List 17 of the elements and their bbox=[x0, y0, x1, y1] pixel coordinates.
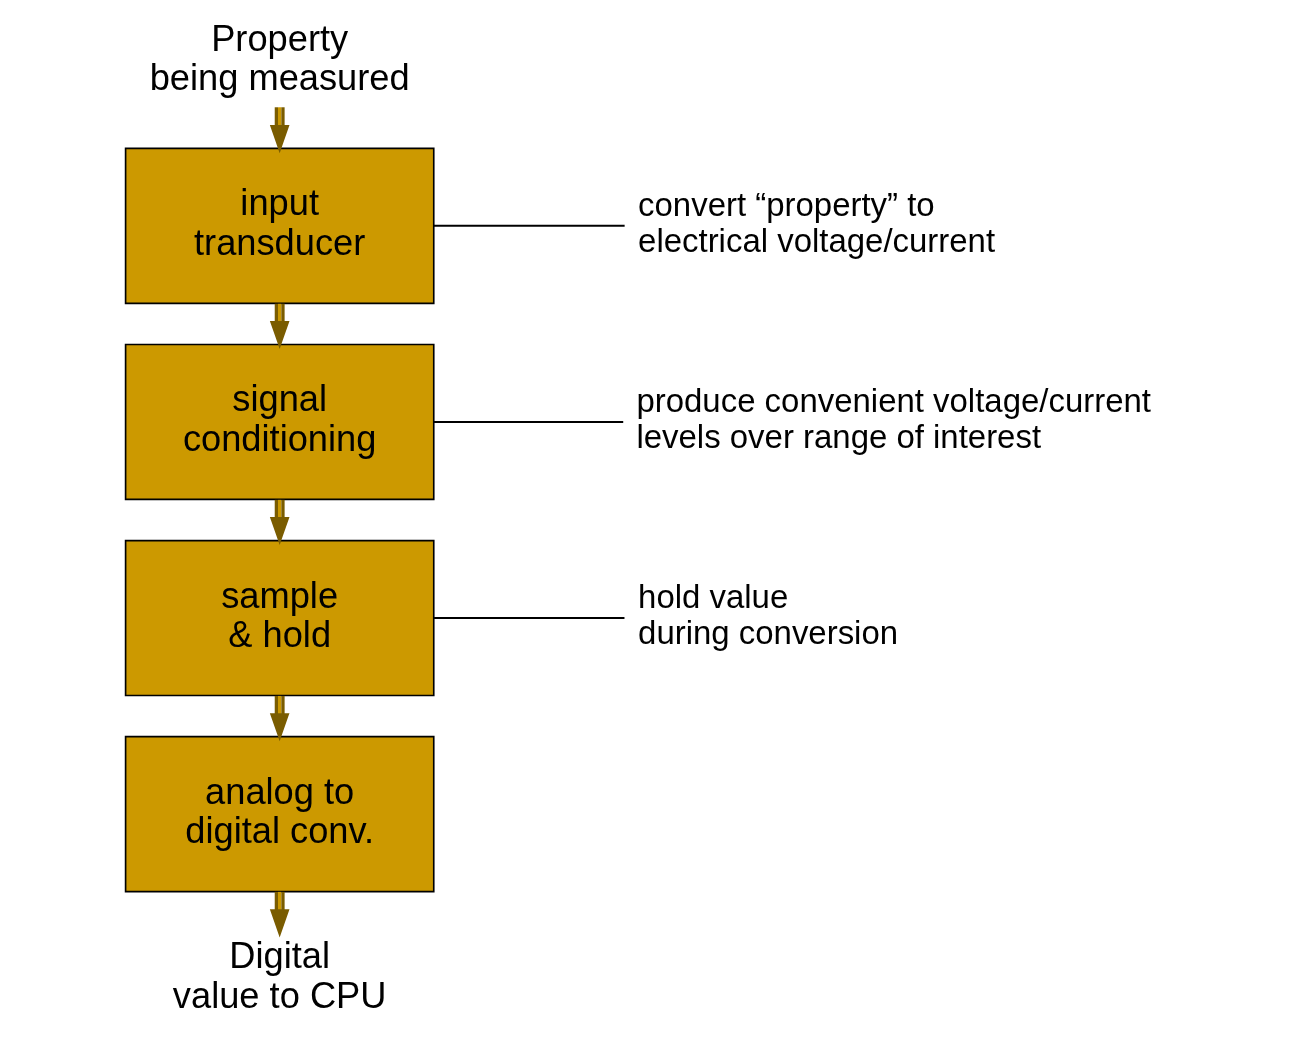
node-text: Property being measured bbox=[149, 17, 410, 99]
node-box: analog to digital conv. bbox=[124, 735, 435, 893]
connector bbox=[433, 617, 626, 620]
node-text: produce convenient voltage/current levels over range of interest bbox=[636, 382, 1151, 456]
connector bbox=[432, 224, 626, 227]
node-box: signal conditioning bbox=[124, 343, 435, 501]
node-box: input transducer bbox=[124, 147, 435, 305]
node-text: hold value during conversion bbox=[638, 578, 899, 652]
node-text: convert “property” to electrical voltage/current bbox=[638, 185, 996, 260]
node-box: sample & hold bbox=[124, 539, 435, 697]
node-text: Digital value to CPU bbox=[172, 935, 387, 1016]
connector bbox=[432, 420, 625, 423]
arrow bbox=[269, 303, 290, 349]
arrow bbox=[269, 891, 290, 938]
arrow bbox=[269, 499, 290, 546]
arrow bbox=[269, 695, 290, 742]
arrow bbox=[269, 107, 290, 154]
